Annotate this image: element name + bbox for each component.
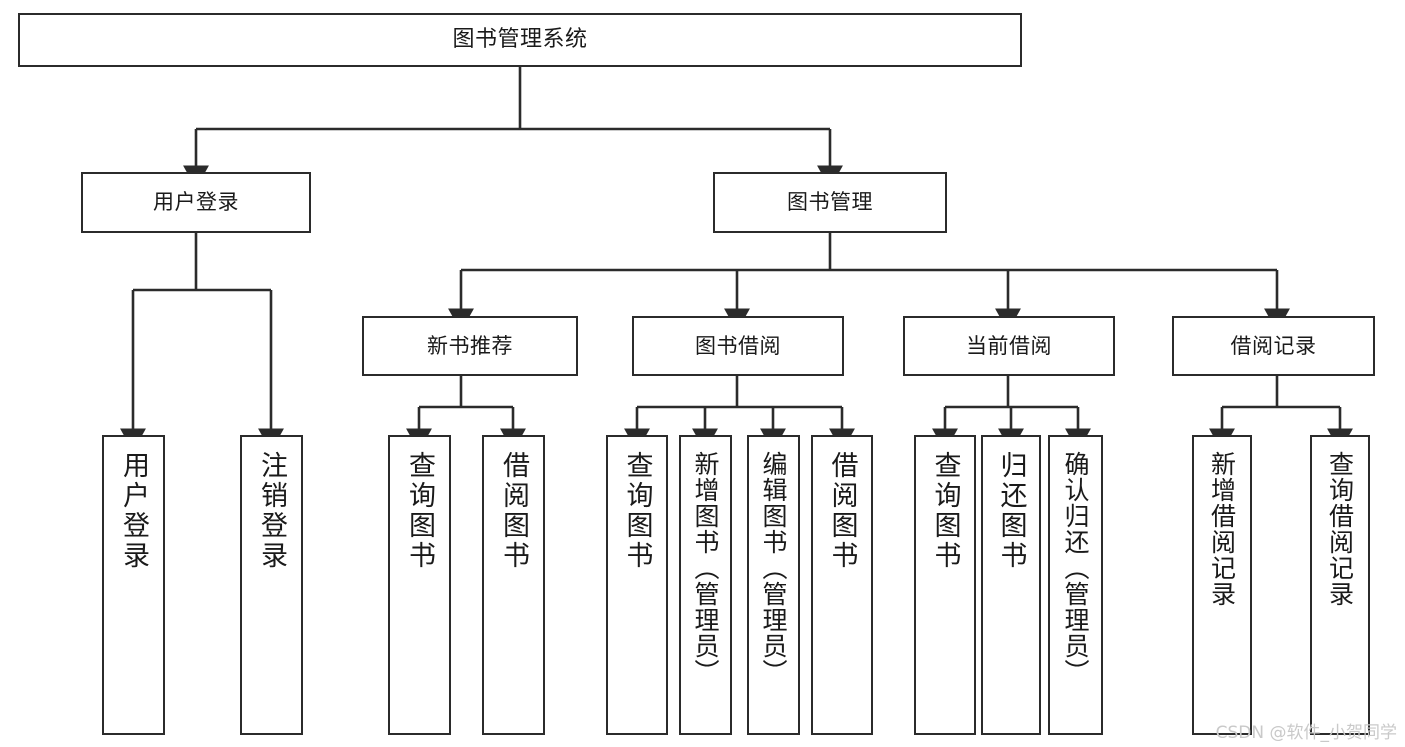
leaf-edit-book-admin[interactable]: 编辑图书（管理员） [747, 435, 800, 735]
node-label: 确认归还（管理员） [1061, 451, 1090, 685]
node-label: 用户登录 [153, 190, 239, 215]
node-label: 注销登录 [256, 451, 287, 571]
leaf-user-login[interactable]: 用户登录 [102, 435, 165, 735]
node-label: 借阅图书 [498, 451, 529, 571]
node-label: 查询图书 [404, 451, 435, 571]
node-label: 查询借阅记录 [1325, 451, 1355, 607]
node-borrow-record[interactable]: 借阅记录 [1172, 316, 1375, 376]
node-label: 新书推荐 [427, 333, 513, 358]
node-book-management[interactable]: 图书管理 [713, 172, 947, 233]
leaf-query-borrow-record[interactable]: 查询借阅记录 [1310, 435, 1370, 735]
leaf-confirm-return-admin[interactable]: 确认归还（管理员） [1048, 435, 1103, 735]
leaf-add-borrow-record[interactable]: 新增借阅记录 [1192, 435, 1252, 735]
leaf-add-book-admin[interactable]: 新增图书（管理员） [679, 435, 732, 735]
node-label: 图书管理系统 [452, 27, 588, 53]
node-label: 当前借阅 [966, 333, 1052, 358]
node-label: 图书借阅 [695, 333, 781, 358]
node-current-borrow[interactable]: 当前借阅 [903, 316, 1115, 376]
leaf-borrow-book[interactable]: 借阅图书 [811, 435, 873, 735]
leaf-return-book[interactable]: 归还图书 [981, 435, 1041, 735]
node-label: 查询图书 [621, 451, 653, 571]
node-label: 新增借阅记录 [1207, 451, 1237, 607]
node-label: 借阅图书 [826, 451, 858, 571]
node-root-system[interactable]: 图书管理系统 [18, 13, 1022, 67]
node-book-borrow[interactable]: 图书借阅 [632, 316, 844, 376]
leaf-borrow-book-recommend[interactable]: 借阅图书 [482, 435, 545, 735]
node-label: 新增图书（管理员） [691, 451, 720, 685]
node-user-login[interactable]: 用户登录 [81, 172, 311, 233]
node-label: 查询图书 [929, 451, 961, 571]
node-label: 图书管理 [787, 190, 873, 215]
leaf-query-book-current[interactable]: 查询图书 [914, 435, 976, 735]
leaf-logout[interactable]: 注销登录 [240, 435, 303, 735]
node-label: 归还图书 [995, 451, 1027, 571]
leaf-query-book-borrow[interactable]: 查询图书 [606, 435, 668, 735]
node-label: 编辑图书（管理员） [759, 451, 788, 685]
node-label: 用户登录 [118, 451, 149, 571]
node-new-book-recommend[interactable]: 新书推荐 [362, 316, 578, 376]
leaf-query-book-recommend[interactable]: 查询图书 [388, 435, 451, 735]
node-label: 借阅记录 [1230, 333, 1317, 358]
